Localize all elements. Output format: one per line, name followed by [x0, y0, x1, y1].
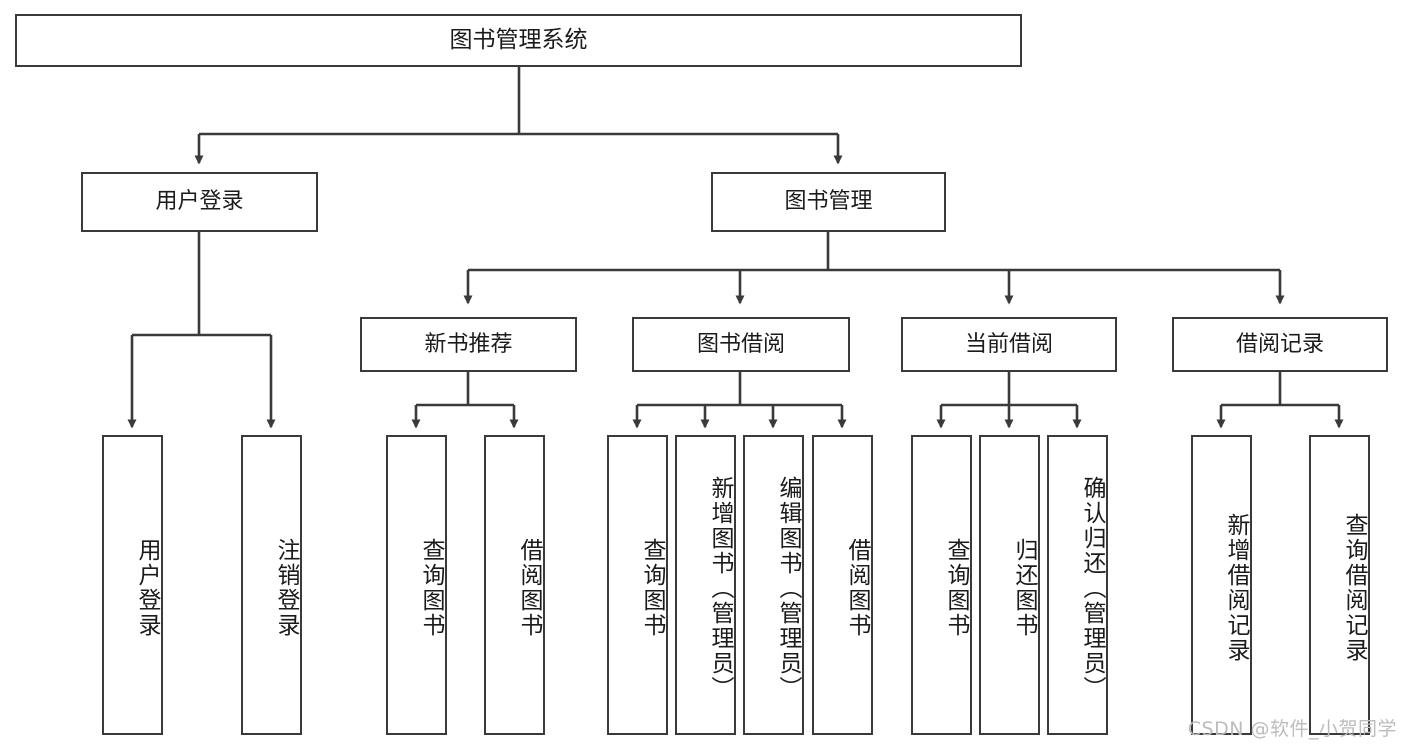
node-leaf-borrow-book-1-label: 借阅图书 — [516, 538, 542, 638]
node-leaf-edit-book[interactable]: 编辑图书（管理员） — [743, 435, 804, 735]
node-user-login-label: 用户登录 — [155, 189, 244, 215]
node-leaf-add-book-label: 新增图书（管理员） — [707, 475, 733, 701]
node-leaf-borrow-book-2[interactable]: 借阅图书 — [812, 435, 873, 735]
node-new-book-recommend-label: 新书推荐 — [424, 331, 513, 357]
node-leaf-confirm-return[interactable]: 确认归还（管理员） — [1047, 435, 1108, 735]
node-borrow-record[interactable]: 借阅记录 — [1172, 317, 1388, 372]
node-leaf-query-book-2-label: 查询图书 — [639, 538, 665, 638]
node-leaf-query-book-3[interactable]: 查询图书 — [911, 435, 972, 735]
node-leaf-query-book-2[interactable]: 查询图书 — [607, 435, 668, 735]
node-leaf-user-logout-label: 注销登录 — [273, 538, 299, 638]
node-root-label: 图书管理系统 — [449, 27, 588, 54]
node-leaf-add-record[interactable]: 新增借阅记录 — [1191, 435, 1252, 735]
node-book-borrow[interactable]: 图书借阅 — [632, 317, 850, 372]
node-leaf-query-book-3-label: 查询图书 — [943, 538, 969, 638]
node-book-borrow-label: 图书借阅 — [696, 331, 785, 357]
watermark-text: CSDN @软件_小贺同学 — [1187, 718, 1397, 740]
node-leaf-user-logout[interactable]: 注销登录 — [241, 435, 302, 735]
node-borrow-record-label: 借阅记录 — [1235, 331, 1324, 357]
node-leaf-borrow-book-2-label: 借阅图书 — [844, 538, 870, 638]
node-leaf-borrow-book-1[interactable]: 借阅图书 — [484, 435, 545, 735]
node-user-login[interactable]: 用户登录 — [81, 172, 318, 232]
node-leaf-add-record-label: 新增借阅记录 — [1223, 513, 1249, 663]
node-current-borrow[interactable]: 当前借阅 — [901, 317, 1117, 372]
node-leaf-edit-book-label: 编辑图书（管理员） — [775, 475, 801, 701]
node-leaf-query-book-1[interactable]: 查询图书 — [386, 435, 447, 735]
node-leaf-user-login-label: 用户登录 — [134, 538, 160, 638]
node-leaf-add-book[interactable]: 新增图书（管理员） — [675, 435, 736, 735]
node-root[interactable]: 图书管理系统 — [15, 14, 1022, 67]
node-book-management[interactable]: 图书管理 — [711, 172, 946, 232]
node-leaf-user-login[interactable]: 用户登录 — [102, 435, 163, 735]
node-leaf-query-record[interactable]: 查询借阅记录 — [1309, 435, 1370, 735]
node-leaf-return-book-label: 归还图书 — [1011, 538, 1037, 638]
node-new-book-recommend[interactable]: 新书推荐 — [360, 317, 577, 372]
node-leaf-query-record-label: 查询借阅记录 — [1341, 513, 1367, 663]
node-leaf-confirm-return-label: 确认归还（管理员） — [1079, 475, 1105, 701]
node-book-management-label: 图书管理 — [784, 189, 873, 215]
node-leaf-return-book[interactable]: 归还图书 — [979, 435, 1040, 735]
node-leaf-query-book-1-label: 查询图书 — [418, 538, 444, 638]
node-current-borrow-label: 当前借阅 — [964, 331, 1053, 357]
